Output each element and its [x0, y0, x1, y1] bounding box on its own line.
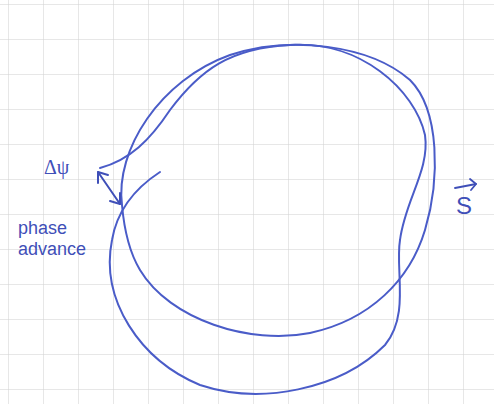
phase-symbol: Δψ	[44, 156, 94, 179]
phase-arrow	[98, 172, 120, 204]
closed-orbit	[121, 45, 435, 336]
perturbed-orbit	[100, 45, 426, 394]
phase-label: phase advance	[18, 218, 98, 259]
vector-symbol: S	[456, 192, 486, 220]
vector-arrow	[455, 179, 476, 190]
